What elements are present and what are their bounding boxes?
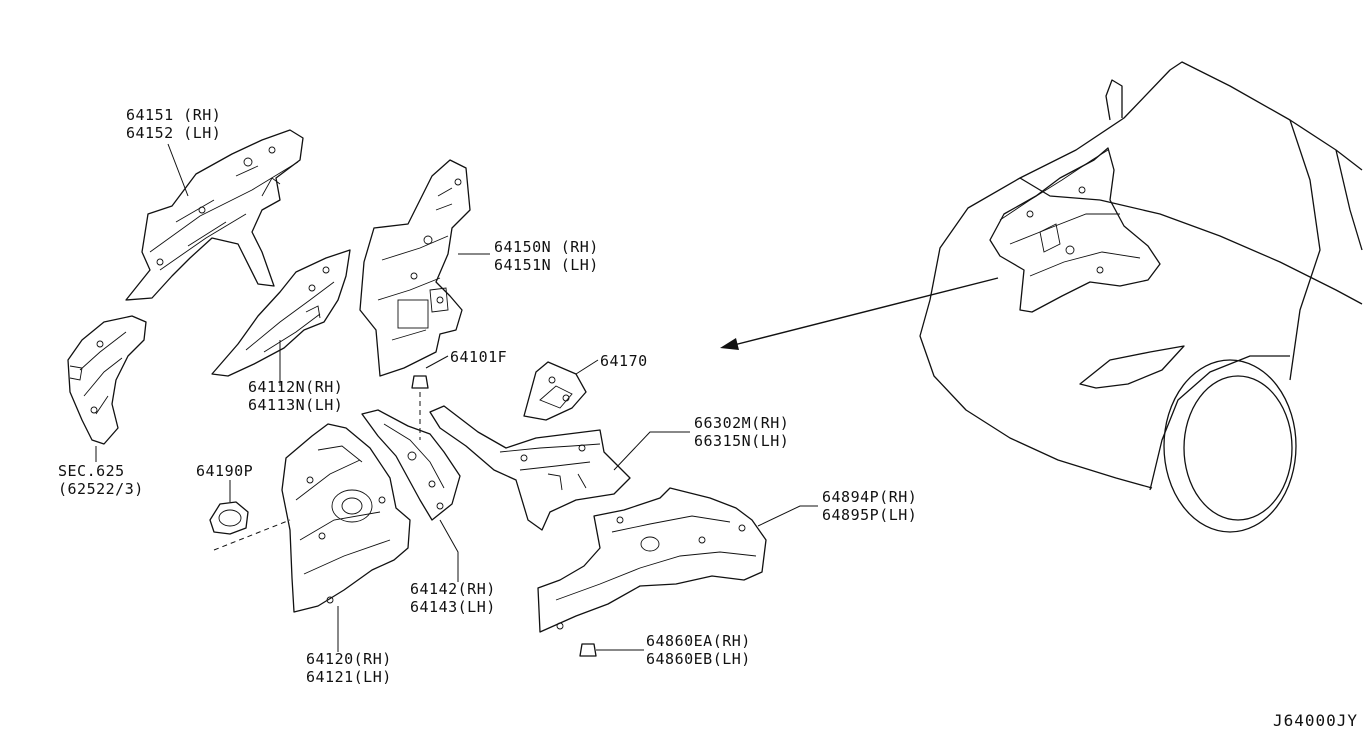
label-sec625-line1: SEC.625 (58, 462, 125, 480)
leader-64894p (757, 505, 818, 527)
label-64112n-rh: 64112N(RH) (248, 378, 344, 396)
part-64120-drawing (281, 423, 411, 613)
part-sec625-drawing (67, 315, 147, 445)
label-64170-text: 64170 (600, 352, 648, 370)
part-64190p-drawing (209, 501, 249, 535)
label-64151-rh: 64151 (RH) (126, 106, 222, 124)
label-64860ea-lh: 64860EB(LH) (646, 650, 751, 668)
part-64151-drawing (125, 129, 304, 301)
leader-64142 (439, 519, 459, 582)
label-64151: 64151 (RH) 64152 (LH) (126, 106, 221, 142)
label-64151-lh: 64152 (LH) (126, 124, 222, 142)
label-64120: 64120(RH) 64121(LH) (306, 650, 392, 686)
label-64190p: 64190P (196, 462, 253, 480)
label-sec625-line2: (62522/3) (58, 480, 144, 498)
label-64142-lh: 64143(LH) (410, 598, 496, 616)
diagram-code: J64000JY (1272, 711, 1358, 730)
leader-66302m (613, 431, 690, 471)
label-64170: 64170 (600, 352, 648, 370)
vehicle-view-drawing (919, 61, 1363, 533)
label-64150n: 64150N (RH) 64151N (LH) (494, 238, 599, 274)
part-64894p-drawing (537, 487, 767, 633)
label-66302m: 66302M(RH) 66315N(LH) (694, 414, 789, 450)
label-64894p-rh: 64894P(RH) (822, 488, 918, 506)
label-64142-rh: 64142(RH) (410, 580, 496, 598)
label-64120-rh: 64120(RH) (306, 650, 392, 668)
label-64894p-lh: 64895P(LH) (822, 506, 918, 524)
pointer-arrow (720, 277, 999, 350)
label-64101f: 64101F (450, 348, 507, 366)
part-64101f-drawing (411, 355, 449, 389)
part-64170-drawing (523, 361, 587, 421)
label-sec625: SEC.625 (62522/3) (58, 462, 144, 498)
label-64894p: 64894P(RH) 64895P(LH) (822, 488, 917, 524)
part-64860ea-drawing (579, 643, 597, 657)
label-64860ea-rh: 64860EA(RH) (646, 632, 751, 650)
part-64112n-drawing (211, 249, 351, 377)
part-64142-drawing (361, 409, 461, 521)
label-64120-lh: 64121(LH) (306, 668, 392, 686)
label-64150n-rh: 64150N (RH) (494, 238, 599, 256)
dash-64190p (213, 519, 291, 551)
label-64860ea: 64860EA(RH) 64860EB(LH) (646, 632, 751, 668)
label-64112n: 64112N(RH) 64113N(LH) (248, 378, 343, 414)
label-64190p-text: 64190P (196, 462, 254, 480)
part-66302m-drawing (429, 405, 631, 531)
label-64101f-text: 64101F (450, 348, 508, 366)
label-64142: 64142(RH) 64143(LH) (410, 580, 496, 616)
label-64150n-lh: 64151N (LH) (494, 256, 599, 274)
leader-64170 (575, 359, 599, 375)
label-64112n-lh: 64113N(LH) (248, 396, 344, 414)
part-64150n-drawing (359, 159, 471, 377)
label-66302m-rh: 66302M(RH) (694, 414, 790, 432)
label-66302m-lh: 66315N(LH) (694, 432, 790, 450)
